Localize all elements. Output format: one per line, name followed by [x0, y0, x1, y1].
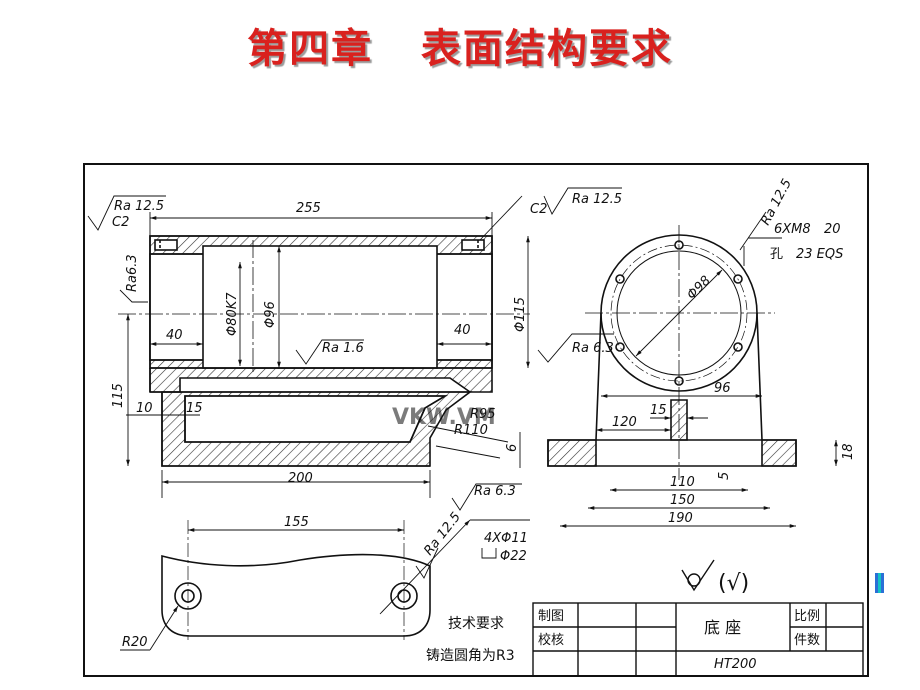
label-drawn: 制图 [538, 609, 564, 624]
counterbore-callout: Φ22 [500, 549, 527, 564]
dim-outer-dia: Φ115 [513, 297, 528, 332]
roughness-top-right: Ra 12.5 [572, 192, 622, 207]
dim-bore-fit: Φ80K7 [225, 292, 240, 336]
dim-15-side: 15 [650, 403, 667, 418]
dim-pcd: Φ98 [684, 273, 714, 303]
label-qty: 件数 [794, 633, 820, 648]
roughness-top-view: Ra 12.5 [421, 510, 464, 559]
title-block-labels: 制图 校核 底 座 比例 件数 HT200 [538, 609, 820, 672]
roughness-bottom: Ra 6.3 [474, 484, 516, 499]
page-title: 第四章 表面结构要求 [247, 26, 673, 72]
front-view-dimensions [87, 187, 622, 511]
dim-120: 120 [612, 415, 637, 430]
dim-height: 115 [111, 383, 126, 408]
dim-r110: R110 [454, 423, 488, 438]
hole-callout-1-depth: 20 [824, 222, 841, 237]
side-view-labels: Ra 12.5 6XM8 20 孔 23 EQS Φ98 96 120 15 1… [612, 177, 856, 526]
watermark: VKW.VM [392, 405, 496, 430]
dim-96: 96 [714, 381, 731, 396]
dim-200: 200 [288, 471, 313, 486]
chamfer-top-left: C2 [112, 215, 129, 230]
technical-notes: 技术要求 铸造圆角为R3 [426, 616, 515, 664]
dim-r95: R95 [470, 407, 496, 422]
dim-15: 15 [186, 401, 203, 416]
roughness-flange: Ra 12.5 [758, 177, 795, 228]
dim-110: 110 [670, 475, 695, 490]
general-roughness-label: (√) [718, 571, 749, 596]
roughness-bore: Ra 1.6 [322, 341, 364, 356]
notes-body: 铸造圆角为R3 [426, 648, 515, 664]
dim-length: 255 [296, 201, 321, 216]
dim-right-40: 40 [454, 323, 471, 338]
chamfer-top-right: C2 [530, 202, 547, 217]
hole-callout-2-prefix: 孔 [770, 247, 783, 262]
top-view-dimensions [120, 519, 530, 651]
top-view [161, 520, 431, 640]
label-scale: 比例 [794, 609, 820, 624]
front-view-labels: Ra 12.5 C2 255 C2 Ra 12.5 Ra6.3 Φ80K7 Φ9… [111, 192, 622, 499]
roughness-left-face: Ra6.3 [125, 254, 140, 292]
roughness-right: Ra 6.3 [572, 341, 614, 356]
hole-callout-2: 23 EQS [796, 247, 843, 262]
side-view-dimensions [560, 211, 838, 528]
roughness-top-left: Ra 12.5 [114, 199, 164, 214]
dim-5: 5 [717, 472, 732, 480]
dim-190: 190 [668, 511, 693, 526]
dim-bore: Φ96 [263, 301, 278, 328]
title-block [532, 602, 864, 677]
dim-18: 18 [841, 443, 856, 460]
front-view [118, 235, 530, 467]
holes-callout: 4XΦ11 [484, 531, 528, 546]
radius-callout: R20 [122, 635, 148, 650]
part-name: 底 座 [704, 618, 741, 637]
drawing-border [83, 163, 869, 677]
material: HT200 [714, 657, 757, 672]
notes-heading: 技术要求 [448, 616, 504, 632]
hole-callout-1: 6XM8 [774, 222, 811, 237]
dim-150: 150 [670, 493, 695, 508]
general-roughness [681, 559, 715, 592]
slide-nav-marker [875, 573, 884, 593]
dim-10: 10 [136, 401, 153, 416]
side-view [547, 225, 797, 480]
dim-155: 155 [284, 515, 309, 530]
label-checked: 校核 [538, 632, 564, 648]
dim-6: 6 [505, 444, 520, 452]
dim-left-40: 40 [166, 328, 183, 343]
